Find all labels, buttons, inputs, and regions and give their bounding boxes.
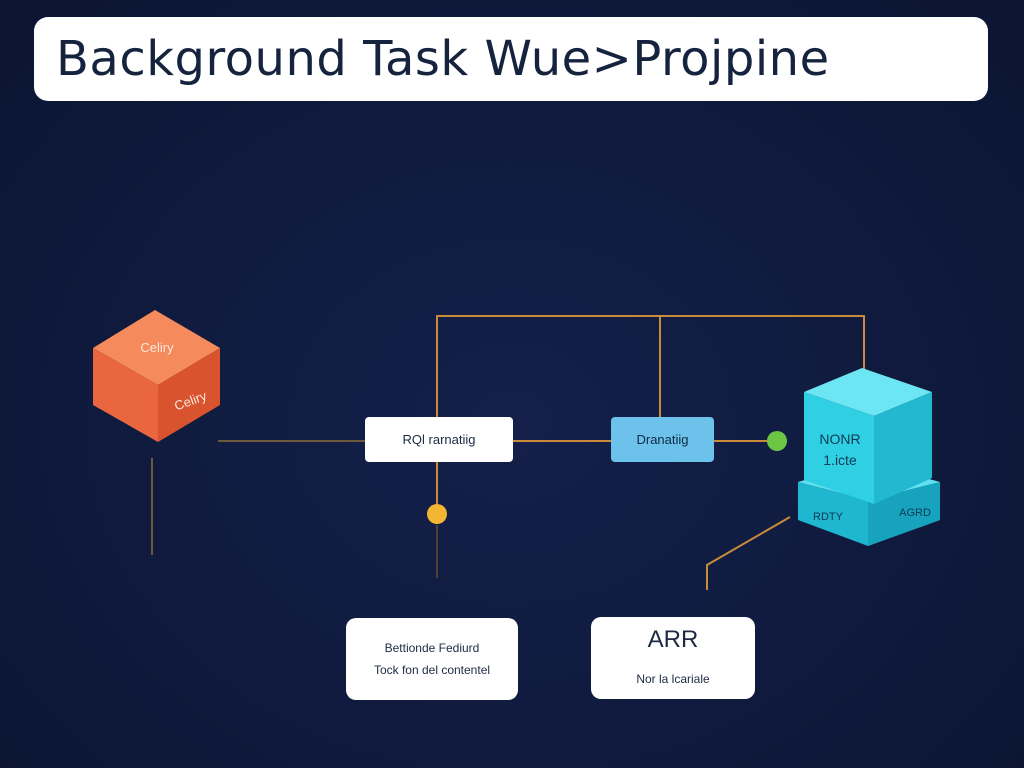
page-title: Background Task Wue>Projpine [56, 31, 830, 87]
arr-card: ARR Nor la lcariale [591, 617, 755, 699]
background-task-card: Bettionde Fediurd Tock fon del contentel [346, 618, 518, 700]
arr-card-line-1: Nor la lcariale [636, 672, 710, 686]
queue-block-label-2: 1.icte [823, 452, 857, 468]
green-dot [767, 431, 787, 451]
celery-cube-right [158, 348, 220, 442]
queue-block-base-label-left: RDTY [813, 511, 844, 523]
queue-block-front [804, 392, 874, 504]
queue-block-base-label-right: AGRD [899, 507, 931, 519]
request-node: RQl rarnatiig [365, 417, 513, 462]
queue-block: NONR 1.icte RDTY AGRD [798, 368, 940, 546]
request-node-label: RQl rarnatiig [402, 432, 476, 447]
celery-cube: Celiry Celiry [93, 310, 220, 442]
celery-cube-left [93, 348, 158, 442]
drainage-node: Dranatiig [611, 417, 714, 462]
celery-cube-top [93, 310, 220, 385]
queue-block-label-1: NONR [819, 431, 860, 447]
connector-loop-left [436, 315, 661, 417]
drainage-node-label: Dranatiig [636, 432, 689, 447]
background-task-card-line-1: Bettionde Fediurd [384, 641, 480, 655]
connector-queue-card [706, 516, 791, 590]
connector-loop-right [660, 315, 865, 370]
yellow-dot [427, 504, 447, 524]
celery-cube-top-label: Celiry [140, 340, 174, 355]
queue-block-side [874, 392, 932, 504]
connectors [151, 315, 865, 590]
queue-block-top [804, 368, 932, 416]
title-bar: Background Task Wue>Projpine [34, 17, 988, 101]
arr-card-title: ARR [647, 626, 699, 653]
background-task-card-line-2: Tock fon del contentel [373, 663, 491, 677]
